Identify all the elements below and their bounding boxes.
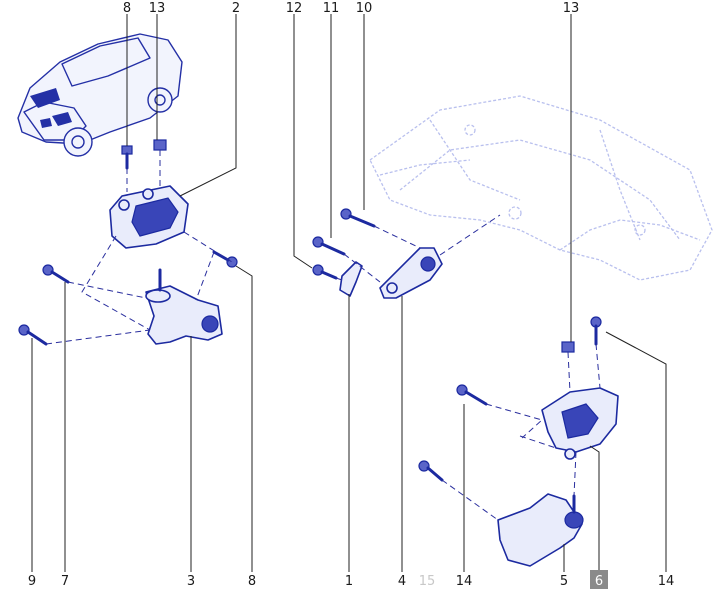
- callout-top-10: 10: [356, 1, 373, 16]
- right-mount-bracket: [497, 493, 584, 567]
- upper-engine-mount: [109, 185, 189, 249]
- callout-top-12: 12: [286, 1, 303, 16]
- callout-bottom-8b: 8: [248, 574, 256, 589]
- callout-bottom-15: 15: [419, 574, 436, 589]
- callout-top-11: 11: [323, 1, 340, 16]
- callout-bottom-4: 4: [398, 574, 406, 589]
- torque-link: [379, 247, 443, 299]
- subframe-outline: [369, 95, 713, 281]
- small-bracket: [339, 261, 363, 297]
- bolts: [18, 139, 602, 482]
- callout-bottom-6: 6: [595, 574, 603, 589]
- mount-bracket: [145, 268, 223, 345]
- callout-bottom-3: 3: [187, 574, 195, 589]
- assembly-lines: [45, 150, 601, 521]
- callout-bottom-9: 9: [28, 574, 36, 589]
- callout-labels: 8 13 2 12 11 10 13 9 7 3 8 1 4 15 14 5 6…: [28, 1, 674, 589]
- callout-highlight-box: [590, 570, 608, 589]
- callout-bottom-14b: 14: [658, 574, 675, 589]
- callout-top-8: 8: [123, 1, 131, 16]
- leader-lines: [31, 14, 667, 572]
- callout-top-13b: 13: [563, 1, 580, 16]
- callout-top-13: 13: [149, 1, 166, 16]
- callout-bottom-14: 14: [456, 574, 473, 589]
- callout-bottom-1: 1: [345, 574, 353, 589]
- callout-bottom-5: 5: [560, 574, 568, 589]
- callout-top-2: 2: [232, 1, 240, 16]
- right-engine-mount: [541, 387, 619, 460]
- car-illustration: [17, 33, 183, 157]
- callout-bottom-7: 7: [61, 574, 69, 589]
